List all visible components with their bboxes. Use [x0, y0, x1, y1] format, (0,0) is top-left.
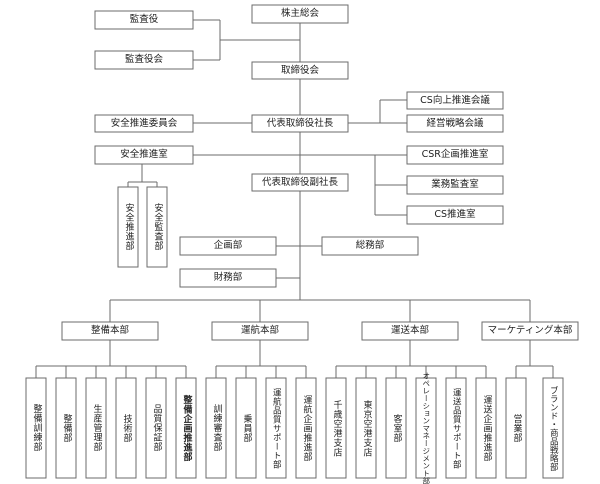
quality-assurance-dept-box: 品質保証部	[151, 404, 162, 452]
flight-quality-support-dept-box: 運航品質サポート部	[271, 387, 282, 469]
transport-quality-support-dept-box: 運送品質サポート部	[451, 387, 462, 469]
business-audit-box: 業務監査室	[431, 179, 479, 191]
audit-board-box: 監査役会	[124, 54, 163, 66]
marketing-hq-box: マーケティング本部	[487, 325, 573, 337]
sales-dept-box: 営業部	[511, 413, 522, 443]
safety-office-box: 安全推進室	[120, 149, 168, 161]
flight-planning-dept-box: 運航企画推進部	[301, 394, 312, 462]
csr-office-box: CSR企画推進室	[421, 149, 489, 161]
cabin-dept-box: 客室部	[391, 413, 402, 443]
mx-dept-box: 整備部	[61, 413, 72, 443]
transport-planning-dept-box: 運送企画推進部	[481, 394, 492, 462]
production-control-dept-box: 生産管理部	[91, 404, 102, 452]
training-examination-dept-box: 訓練審査部	[211, 404, 222, 452]
operation-management-dept-box: オペレーションマネージメント部	[421, 371, 431, 484]
strategy-council-box: 経営戦略会議	[426, 117, 484, 129]
finance-box: 財務部	[213, 272, 243, 284]
technical-dept-box: 技術部	[121, 413, 132, 443]
shareholders-meeting-box: 株主総会	[280, 8, 319, 20]
transport-hq-box: 運送本部	[390, 325, 429, 337]
general-affairs-box: 総務部	[355, 240, 385, 252]
auditor-box: 監査役	[129, 14, 159, 26]
brand-product-strategy-dept-box: ブランド・商品戦略部	[548, 385, 559, 471]
maintenance-hq-box: 整備本部	[90, 325, 129, 337]
board-of-directors-box: 取締役会	[280, 64, 319, 76]
safety-committee-box: 安全推進委員会	[110, 117, 178, 129]
planning-box: 企画部	[213, 240, 243, 252]
chitose-branch-box: 千歳空港支店	[331, 399, 342, 457]
tokyo-branch-box: 東京空港支店	[361, 399, 372, 457]
safety-audit-dept-box: 安全監査部	[152, 203, 163, 251]
mx-training-dept-box: 整備訓練部	[31, 404, 42, 452]
safety-promotion-dept-box: 安全推進部	[123, 203, 134, 251]
crew-dept-box: 乗員部	[241, 413, 252, 443]
cs-office-box: CS推進室	[434, 209, 476, 221]
mx-planning-dept-box: 整備企画推進部	[181, 394, 192, 462]
president-box: 代表取締役社長	[266, 117, 334, 129]
cs-council-box: CS向上推進会議	[420, 94, 490, 106]
flight-hq-box: 運航本部	[240, 325, 279, 337]
vice-president-box: 代表取締役副社長	[261, 176, 338, 188]
